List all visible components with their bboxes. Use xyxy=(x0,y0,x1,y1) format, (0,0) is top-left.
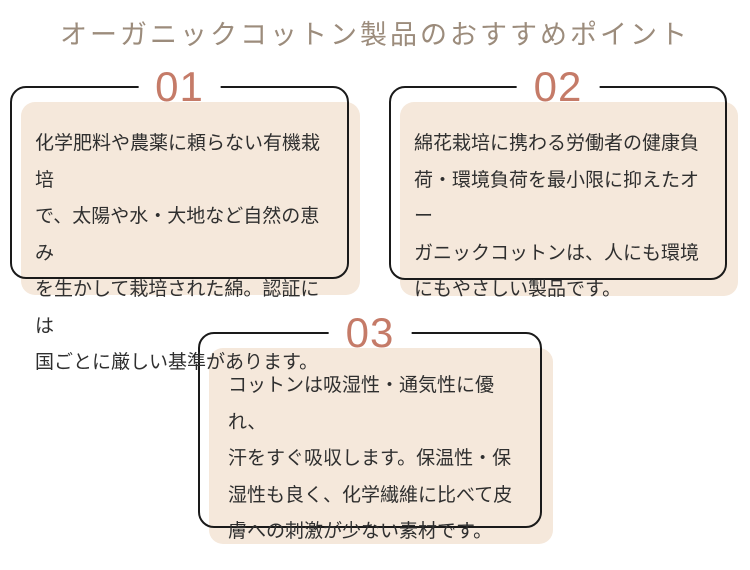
point-card-03: 03 コットンは吸湿性・通気性に優れ、 汗をすぐ吸収します。保温性・保 湿性も良… xyxy=(198,311,553,544)
point-card-01: 01 化学肥料や農薬に頼らない有機栽培 で、太陽や水・大地など自然の恵み を生か… xyxy=(10,65,360,373)
number-badge: 03 xyxy=(328,308,412,356)
point-description: コットンは吸湿性・通気性に優れ、 汗をすぐ吸収します。保温性・保 湿性も良く、化… xyxy=(228,375,513,542)
page-title: オーガニックコットン製品のおすすめポイント xyxy=(60,20,690,50)
point-card-02: 02 綿花栽培に携わる労働者の健康負 荷・環境負荷を最小限に抑えたオー ガニック… xyxy=(389,65,738,300)
point-number: 02 xyxy=(533,62,583,110)
point-number: 03 xyxy=(345,308,395,356)
point-description: 綿花栽培に携わる労働者の健康負 荷・環境負荷を最小限に抑えたオー ガニックコット… xyxy=(414,133,700,300)
point-description: 化学肥料や農薬に頼らない有機栽培 で、太陽や水・大地など自然の恵み を生かして栽… xyxy=(35,133,321,373)
number-badge: 01 xyxy=(138,62,221,110)
card-fill-background xyxy=(209,348,553,544)
card-fill-background xyxy=(21,102,360,295)
number-badge: 02 xyxy=(516,62,600,110)
point-number: 01 xyxy=(155,62,204,110)
card-fill-background xyxy=(400,102,738,296)
